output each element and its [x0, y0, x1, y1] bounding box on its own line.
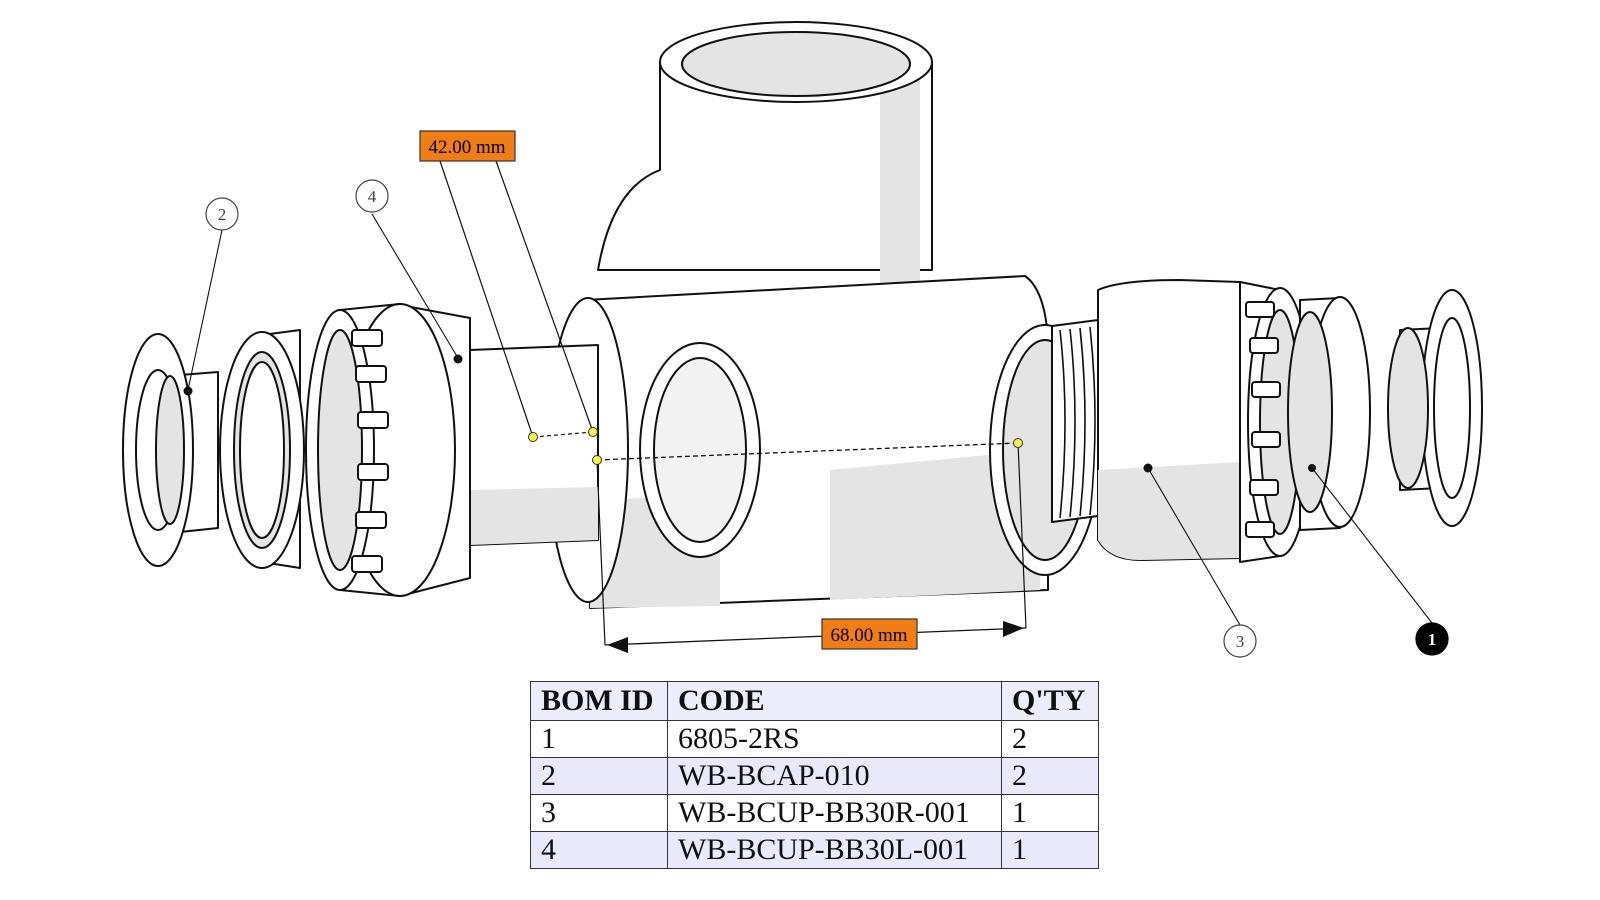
bom-code-cell: WB-BCUP-BB30L-001: [667, 831, 1002, 869]
left-cup-tube: [469, 344, 599, 546]
bom-qty-cell: 2: [1001, 757, 1099, 795]
balloon-item-4: 4: [355, 179, 389, 213]
bom-code-cell: WB-BCAP-010: [667, 757, 1002, 795]
table-row: 4 WB-BCUP-BB30L-001 1: [530, 831, 1099, 869]
table-row: 2 WB-BCAP-010 2: [530, 757, 1099, 795]
bom-qty-cell: 1: [1001, 831, 1099, 869]
left-bearing: [219, 329, 305, 569]
bore-diameter-dimension: 42.00 mm: [419, 130, 598, 442]
shell-width-label: 68.00 mm: [830, 625, 907, 646]
balloon-item-3: 3: [1223, 624, 1257, 658]
balloon-item-2-number: 2: [218, 205, 227, 224]
balloon-item-3-number: 3: [1236, 632, 1245, 651]
bom-header-id: BOM ID: [530, 681, 668, 721]
seat-tube: [597, 21, 933, 290]
right-cap: [1387, 289, 1483, 527]
bom-qty-cell: 2: [1001, 720, 1099, 758]
bom-id-cell: 1: [530, 720, 668, 758]
right-bearing: [1287, 296, 1371, 531]
balloon-item-2: 2: [205, 197, 239, 231]
bom-code-cell: WB-BCUP-BB30R-001: [667, 794, 1002, 832]
bom-code-cell: 6805-2RS: [667, 720, 1002, 758]
left-cup-flange: [305, 303, 471, 597]
bore-diameter-label: 42.00 mm: [428, 137, 505, 158]
table-row: 1 6805-2RS 2: [530, 720, 1099, 758]
table-row: 3 WB-BCUP-BB30R-001 1: [530, 794, 1099, 832]
left-cap: [122, 333, 219, 567]
bom-header-qty: Q'TY: [1001, 681, 1099, 721]
balloon-item-4-number: 4: [368, 187, 377, 206]
bom-qty-cell: 1: [1001, 794, 1099, 832]
balloon-item-1-number: 1: [1428, 630, 1437, 649]
bom-id-cell: 4: [530, 831, 668, 869]
bom-table: BOM ID CODE Q'TY 1 6805-2RS 2 2 WB-BCAP-…: [530, 681, 1099, 869]
balloon-item-1: 1: [1415, 622, 1449, 656]
exploded-assembly-drawing: 42.00 mm 68.00 mm 2 4 3: [122, 21, 1483, 658]
shell-width-dimension: 68.00 mm: [592, 438, 1027, 653]
bom-header-row: BOM ID CODE Q'TY: [530, 681, 1099, 721]
bom-header-code: CODE: [667, 681, 1002, 721]
bom-id-cell: 2: [530, 757, 668, 795]
bom-id-cell: 3: [530, 794, 668, 832]
